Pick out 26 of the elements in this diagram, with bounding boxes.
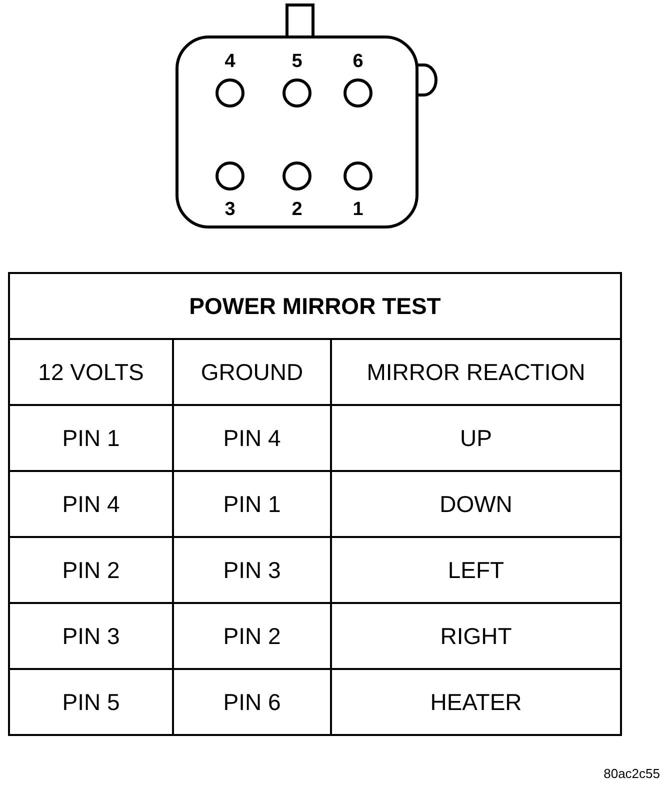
table-cell: DOWN	[332, 472, 622, 538]
table-cell: LEFT	[332, 538, 622, 604]
table-cell: PIN 4	[10, 472, 174, 538]
table-cell: PIN 5	[10, 670, 174, 736]
table-cell: PIN 1	[10, 406, 174, 472]
pin-number: 4	[224, 52, 236, 72]
table-cell: RIGHT	[332, 604, 622, 670]
figure-code: 80ac2c55	[604, 766, 660, 781]
table-cell: PIN 2	[174, 604, 332, 670]
table-cell: PIN 6	[174, 670, 332, 736]
pin-number: 6	[352, 52, 364, 72]
table-cell: PIN 3	[10, 604, 174, 670]
table-cell: HEATER	[332, 670, 622, 736]
table-title: POWER MIRROR TEST	[10, 274, 622, 340]
table-cell: PIN 3	[174, 538, 332, 604]
pin-number: 1	[352, 200, 364, 220]
pin-number: 2	[290, 200, 304, 220]
table-cell: PIN 2	[10, 538, 174, 604]
table-cell: PIN 1	[174, 472, 332, 538]
column-header: GROUND	[174, 340, 332, 406]
pin-number: 5	[290, 52, 304, 72]
table-cell: UP	[332, 406, 622, 472]
pin-number: 3	[224, 200, 236, 220]
column-header: 12 VOLTS	[10, 340, 174, 406]
column-header: MIRROR REACTION	[332, 340, 622, 406]
table-cell: PIN 4	[174, 406, 332, 472]
